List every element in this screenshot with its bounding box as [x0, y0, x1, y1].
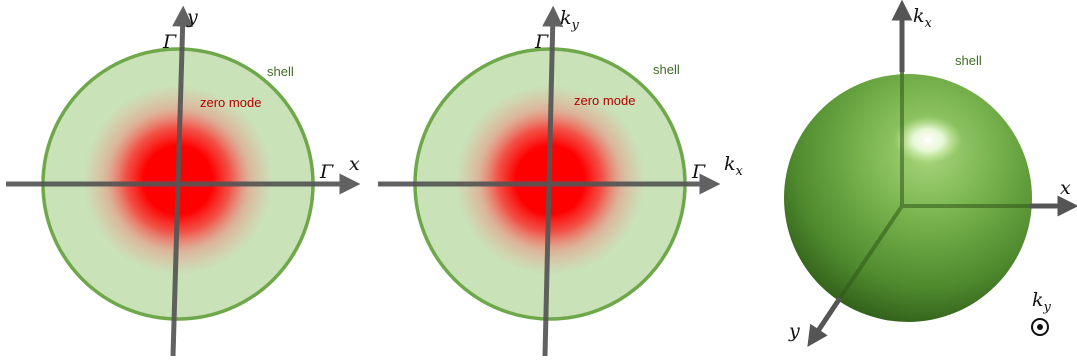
- x-axis-label: x: [1060, 177, 1071, 199]
- ky-out-of-plane-label: ky: [1032, 289, 1052, 315]
- x-axis-label: x: [349, 153, 360, 175]
- shell-label: shell: [653, 62, 680, 77]
- kx-axis-label: kx: [724, 153, 744, 179]
- panel-momentum-space: ky kx Γ Γ shell zero mode: [378, 5, 744, 357]
- y-axis-label: y: [788, 320, 800, 342]
- shell-label: shell: [955, 53, 982, 68]
- inner-axes: [838, 70, 1030, 300]
- panel-sphere: kx x y shell ky: [784, 0, 1077, 347]
- gamma-top-label: Γ: [534, 31, 549, 53]
- ky-axis: [542, 5, 564, 357]
- y-axis: [807, 296, 843, 347]
- gamma-right-label: Γ: [319, 161, 334, 183]
- gamma-right-label: Γ: [691, 161, 706, 183]
- y-axis: [170, 5, 194, 357]
- green-sphere: [784, 74, 1032, 322]
- panel-real-space: y x Γ Γ shell zero mode: [6, 5, 361, 357]
- ky-axis-label: ky: [560, 7, 580, 33]
- gamma-top-label: Γ: [162, 31, 177, 53]
- zero-mode-label: zero mode: [574, 93, 635, 108]
- circled-dot-icon: [1031, 318, 1049, 336]
- kx-axis-label: kx: [913, 5, 933, 31]
- zero-mode-label: zero mode: [200, 95, 261, 110]
- sphere-highlight: [894, 116, 962, 164]
- shell-label: shell: [267, 64, 294, 79]
- y-axis-label: y: [186, 6, 198, 28]
